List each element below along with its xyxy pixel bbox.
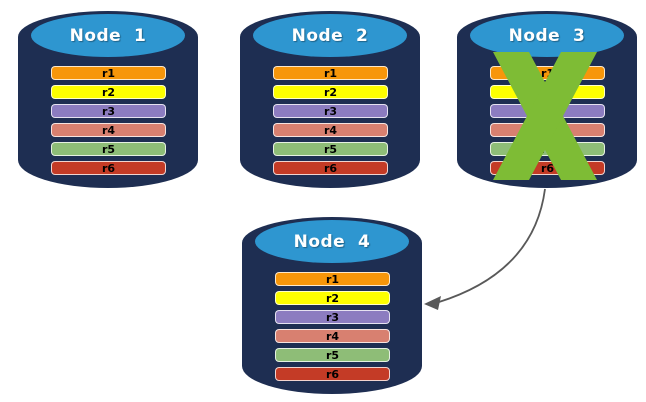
row-stack: r1 r2 r3 r4 r5 r6 <box>275 272 390 386</box>
row-label: r1 <box>540 66 555 80</box>
row-r1: r1 <box>275 272 390 286</box>
row-label: r6 <box>540 161 555 175</box>
cylinder-cap: Node 4 <box>255 220 409 263</box>
row-r6: r6 <box>275 367 390 381</box>
node-4-cylinder: Node 4 r1 r2 r3 r4 r5 r6 <box>242 217 422 395</box>
row-label: r6 <box>325 367 340 381</box>
row-r4: r4 <box>275 329 390 343</box>
row-label: r4 <box>540 123 555 137</box>
row-label: r2 <box>323 85 338 99</box>
node-title: Node 4 <box>293 231 371 252</box>
row-label: r3 <box>323 104 338 118</box>
row-label: r4 <box>101 123 116 137</box>
row-label: r2 <box>325 291 340 305</box>
row-r1: r1 <box>273 66 388 80</box>
row-label: r5 <box>323 142 338 156</box>
row-r5: r5 <box>490 142 605 156</box>
row-r3: r3 <box>51 104 166 118</box>
row-label: r6 <box>323 161 338 175</box>
row-r5: r5 <box>275 348 390 362</box>
row-r3: r3 <box>490 104 605 118</box>
node-title: Node 3 <box>508 25 586 46</box>
row-stack: r1 r2 r3 r4 r5 r6 <box>490 66 605 180</box>
node-title: Node 1 <box>69 25 147 46</box>
row-label: r5 <box>101 142 116 156</box>
row-r6: r6 <box>490 161 605 175</box>
cylinder-cap: Node 1 <box>31 14 185 57</box>
row-label: r5 <box>325 348 340 362</box>
row-label: r3 <box>540 104 555 118</box>
row-r3: r3 <box>275 310 390 324</box>
node-3-cylinder: Node 3 r1 r2 r3 r4 r5 r6 <box>457 11 637 189</box>
row-r2: r2 <box>273 85 388 99</box>
row-label: r5 <box>540 142 555 156</box>
row-r4: r4 <box>490 123 605 137</box>
row-r1: r1 <box>51 66 166 80</box>
node-2-cylinder: Node 2 r1 r2 r3 r4 r5 r6 <box>240 11 420 189</box>
row-label: r3 <box>325 310 340 324</box>
arrowhead-icon <box>424 296 441 310</box>
row-r6: r6 <box>273 161 388 175</box>
row-r2: r2 <box>51 85 166 99</box>
row-r2: r2 <box>490 85 605 99</box>
node-1-cylinder: Node 1 r1 r2 r3 r4 r5 r6 <box>18 11 198 189</box>
row-r2: r2 <box>275 291 390 305</box>
row-label: r2 <box>101 85 116 99</box>
row-label: r6 <box>101 161 116 175</box>
node-title: Node 2 <box>291 25 369 46</box>
row-label: r3 <box>101 104 116 118</box>
row-r3: r3 <box>273 104 388 118</box>
row-label: r1 <box>101 66 116 80</box>
row-label: r2 <box>540 85 555 99</box>
row-label: r4 <box>325 329 340 343</box>
row-r5: r5 <box>273 142 388 156</box>
row-stack: r1 r2 r3 r4 r5 r6 <box>273 66 388 180</box>
cylinder-cap: Node 2 <box>253 14 407 57</box>
row-label: r1 <box>325 272 340 286</box>
row-label: r1 <box>323 66 338 80</box>
row-r6: r6 <box>51 161 166 175</box>
row-r5: r5 <box>51 142 166 156</box>
row-r1: r1 <box>490 66 605 80</box>
cylinder-cap: Node 3 <box>470 14 624 57</box>
row-r4: r4 <box>51 123 166 137</box>
row-r4: r4 <box>273 123 388 137</box>
row-stack: r1 r2 r3 r4 r5 r6 <box>51 66 166 180</box>
row-label: r4 <box>323 123 338 137</box>
